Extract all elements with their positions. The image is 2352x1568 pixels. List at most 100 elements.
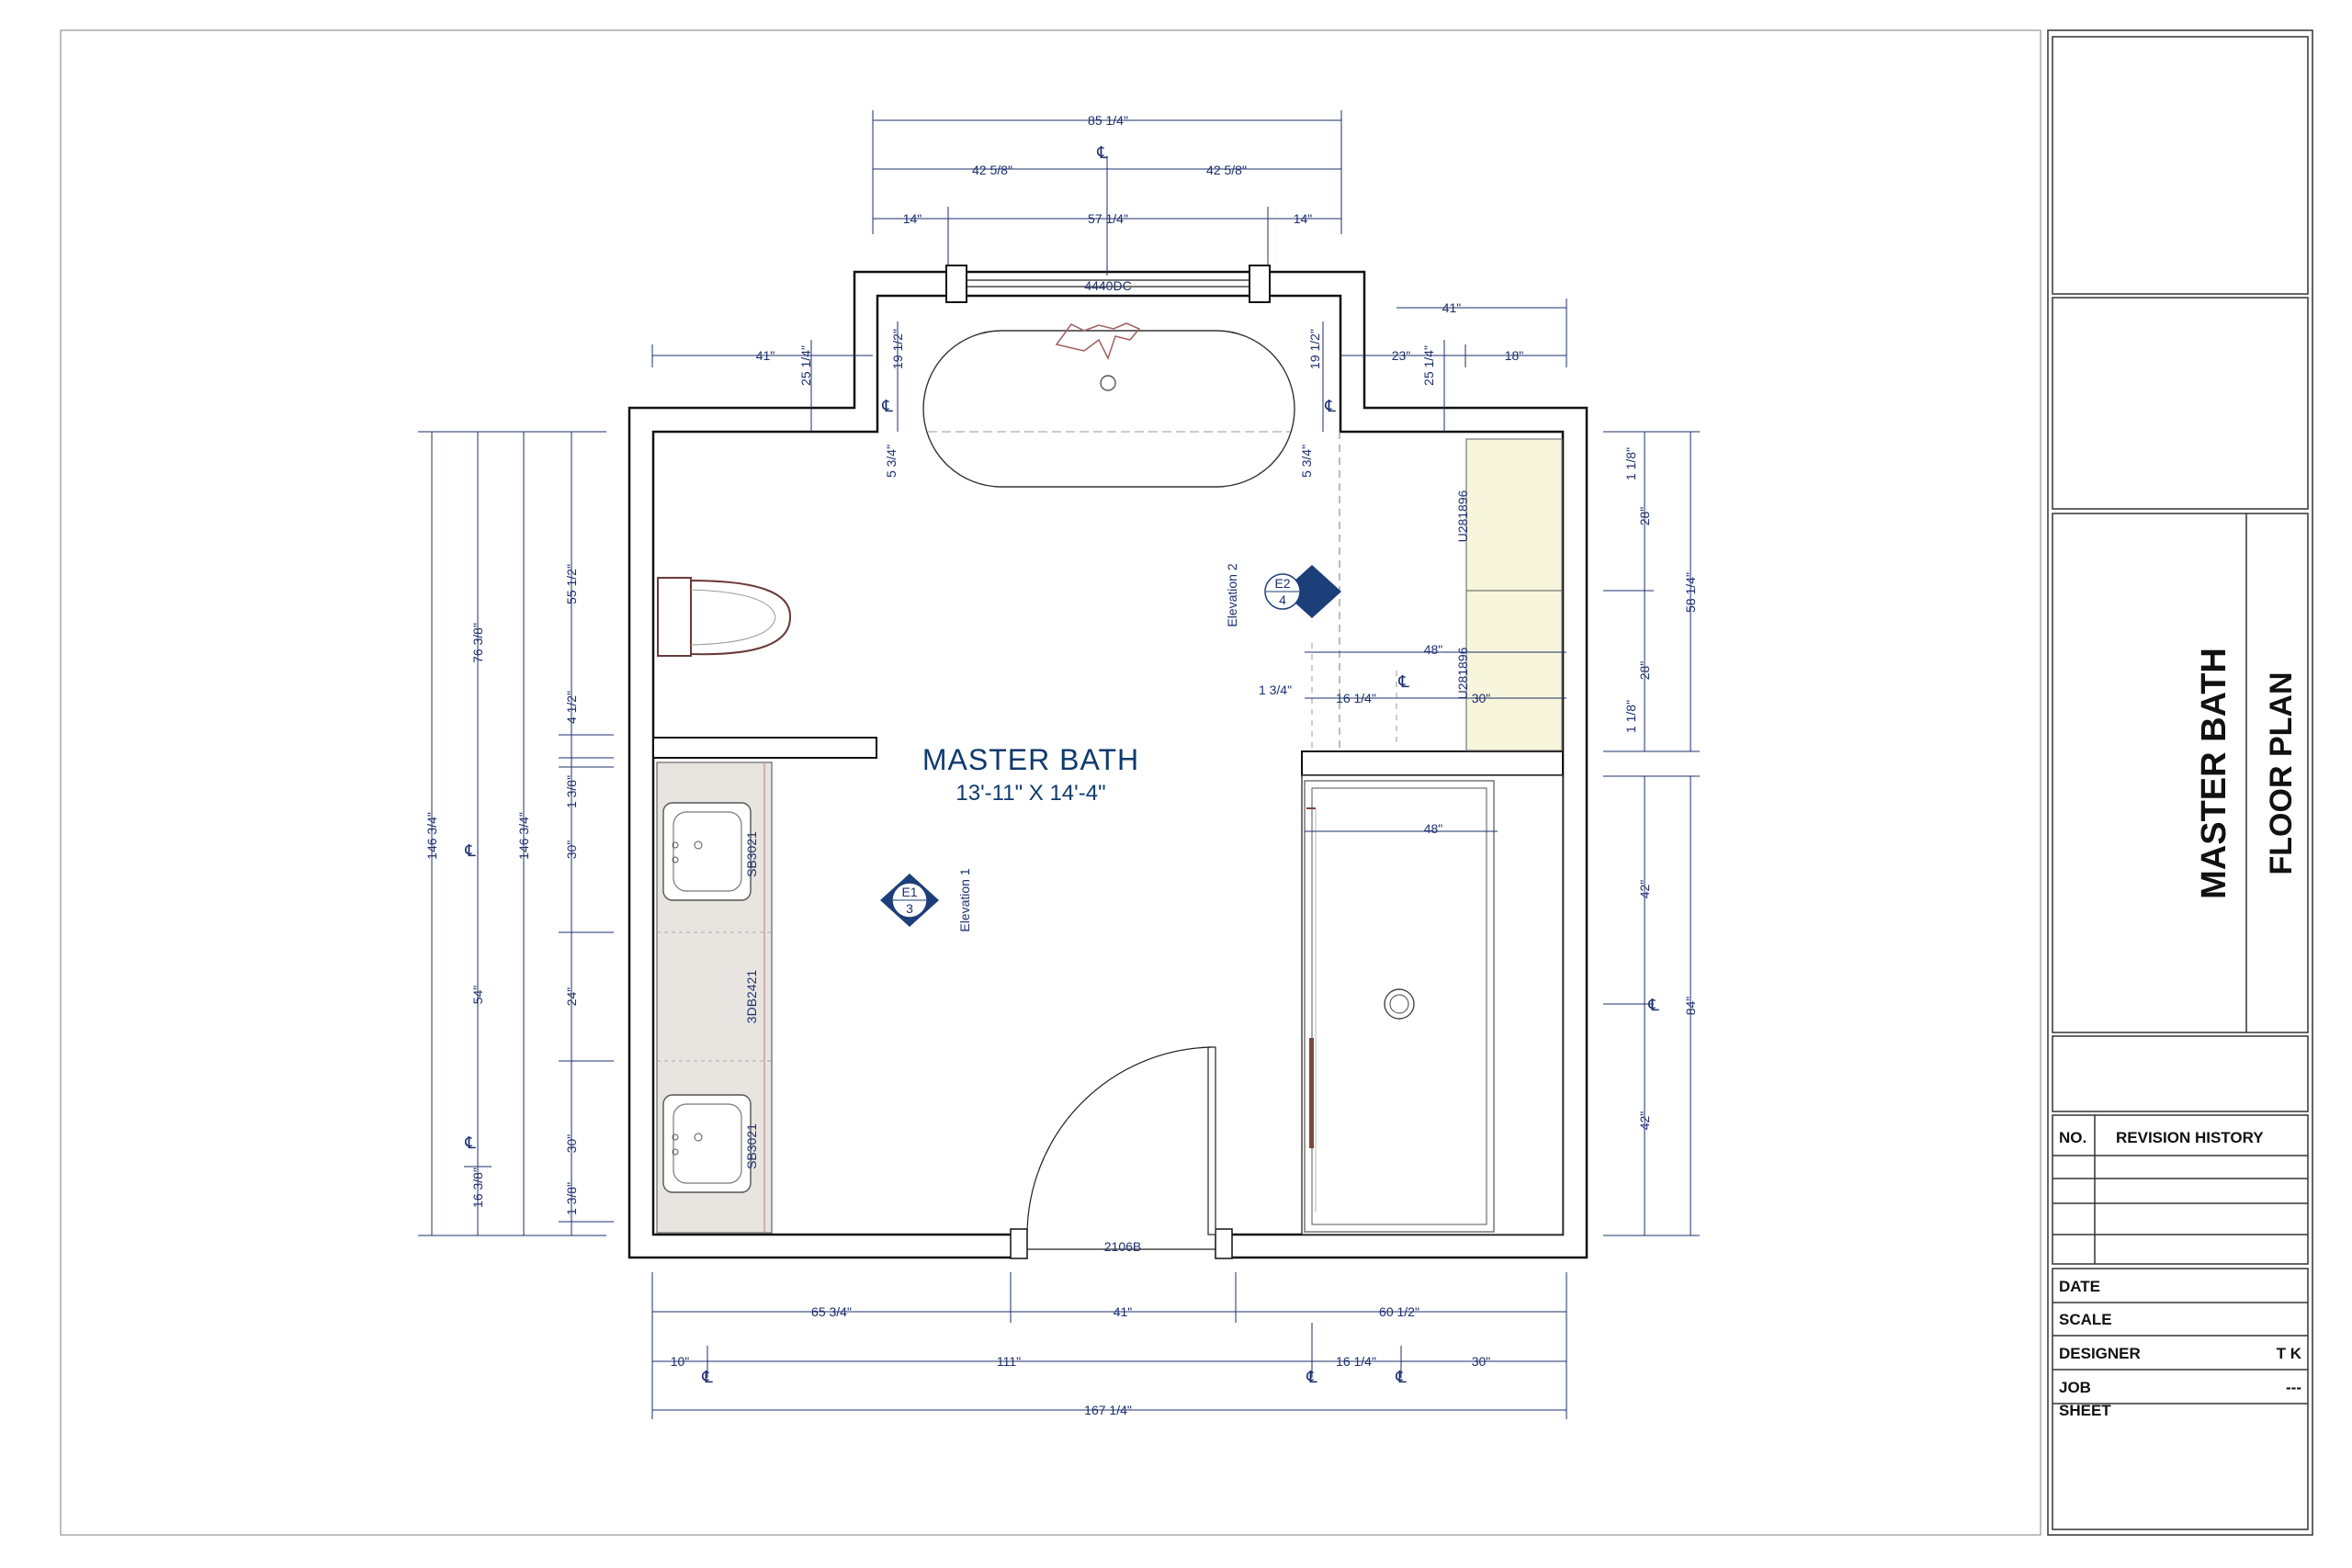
svg-text:30": 30" bbox=[564, 1134, 579, 1154]
cab-u281896-top: U281896 bbox=[1455, 490, 1470, 542]
centerline-icon: ℄ bbox=[464, 1134, 476, 1152]
tub-faucet-icon bbox=[1055, 322, 1141, 360]
revision-table: NO. REVISION HISTORY bbox=[2052, 1114, 2309, 1265]
date-label: DATE bbox=[2059, 1278, 2100, 1295]
centerline-icon: ℄ bbox=[1397, 672, 1409, 691]
elevation-marker-2: E2 4 Elevation 2 bbox=[1225, 563, 1341, 627]
centerline-symbols: ℄ ℄ ℄ ℄ ℄ ℄ ℄ ℄ ℄ ℄ bbox=[464, 143, 1659, 1386]
toilet bbox=[657, 577, 792, 657]
vanity: SB3021 3DB2421 SB3021 bbox=[656, 761, 773, 1234]
centerline-icon: ℄ bbox=[701, 1368, 713, 1386]
bathtub bbox=[922, 322, 1295, 488]
project-info: DATE SCALE DESIGNER T K JOB --- SHEET bbox=[2052, 1268, 2309, 1530]
revision-no-label: NO. bbox=[2059, 1129, 2086, 1146]
svg-text:1 1/8": 1 1/8" bbox=[1623, 447, 1638, 480]
svg-text:14": 14" bbox=[1294, 211, 1313, 226]
svg-text:1 1/8": 1 1/8" bbox=[1623, 700, 1638, 733]
title-line2: FLOOR PLAN bbox=[2264, 672, 2299, 875]
partition-wall bbox=[652, 737, 877, 759]
svg-text:5 3/4": 5 3/4" bbox=[1299, 445, 1314, 478]
centerline-icon: ℄ bbox=[1306, 1368, 1317, 1386]
svg-text:48": 48" bbox=[1424, 821, 1443, 836]
window-tag: 4440DC bbox=[1084, 278, 1131, 293]
svg-text:16 1/4": 16 1/4" bbox=[1336, 1354, 1376, 1369]
svg-text:1 3/4": 1 3/4" bbox=[1259, 682, 1292, 697]
svg-text:55 1/2": 55 1/2" bbox=[564, 564, 579, 604]
svg-text:85 1/4": 85 1/4" bbox=[1088, 113, 1128, 128]
sink-top bbox=[662, 802, 752, 901]
svg-text:30": 30" bbox=[1472, 1354, 1491, 1369]
revision-history-label: REVISION HISTORY bbox=[2116, 1129, 2264, 1146]
svg-text:28": 28" bbox=[1637, 661, 1652, 681]
centerline-icon: ℄ bbox=[1096, 143, 1108, 162]
svg-text:41": 41" bbox=[756, 348, 775, 363]
sheet-label: SHEET bbox=[2059, 1402, 2111, 1419]
room-name: MASTER BATH bbox=[922, 743, 1139, 776]
svg-text:5 3/4": 5 3/4" bbox=[884, 445, 899, 478]
room-size: 13'-11" X 14'-4" bbox=[956, 781, 1105, 806]
centerline-icon: ℄ bbox=[1395, 1368, 1407, 1386]
centerline-icon: ℄ bbox=[1324, 397, 1336, 415]
svg-text:42 5/8": 42 5/8" bbox=[972, 163, 1012, 177]
svg-text:25 1/4": 25 1/4" bbox=[1421, 345, 1436, 386]
svg-text:30": 30" bbox=[564, 840, 579, 860]
sink-bottom bbox=[662, 1094, 752, 1193]
svg-text:E2: E2 bbox=[1274, 576, 1290, 591]
svg-text:19 1/2": 19 1/2" bbox=[890, 329, 905, 369]
dimension-lines bbox=[418, 110, 1700, 1419]
svg-text:167 1/4": 167 1/4" bbox=[1084, 1403, 1132, 1417]
cab-sb3021-top: SB3021 bbox=[744, 831, 759, 877]
job-value: --- bbox=[2286, 1379, 2301, 1396]
svg-text:14": 14" bbox=[903, 211, 922, 226]
cab-u281896-bottom: U281896 bbox=[1455, 647, 1470, 699]
svg-text:4 1/2": 4 1/2" bbox=[564, 691, 579, 724]
svg-text:16 3/8": 16 3/8" bbox=[470, 1168, 485, 1208]
elevation-2-label: Elevation 2 bbox=[1225, 563, 1239, 626]
svg-text:54": 54" bbox=[470, 986, 485, 1005]
svg-text:41": 41" bbox=[1114, 1304, 1133, 1319]
svg-text:146 3/4": 146 3/4" bbox=[424, 812, 439, 860]
svg-text:42": 42" bbox=[1637, 1111, 1652, 1131]
bath-walls bbox=[628, 270, 1589, 1259]
dimension-labels: 85 1/4" 42 5/8" 42 5/8" 14" 57 1/4" 14" … bbox=[424, 113, 1698, 1417]
svg-text:42": 42" bbox=[1637, 880, 1652, 899]
shower-wall bbox=[1301, 750, 1564, 776]
centerline-icon: ℄ bbox=[464, 841, 476, 860]
svg-text:42 5/8": 42 5/8" bbox=[1206, 163, 1247, 177]
shower-drain-icon bbox=[1384, 988, 1415, 1020]
svg-text:111": 111" bbox=[997, 1354, 1021, 1369]
svg-text:E1: E1 bbox=[901, 885, 917, 899]
svg-text:19 1/2": 19 1/2" bbox=[1307, 329, 1322, 369]
title-block: MASTER BATH FLOOR PLAN NO. REVISION HIST… bbox=[2047, 29, 2313, 1536]
designer-value: T K bbox=[2277, 1345, 2302, 1362]
svg-text:76 3/8": 76 3/8" bbox=[470, 623, 485, 663]
svg-text:1 3/8": 1 3/8" bbox=[564, 1182, 579, 1215]
svg-text:24": 24" bbox=[564, 987, 579, 1007]
window: 4440DC bbox=[945, 265, 1271, 303]
svg-text:28": 28" bbox=[1637, 507, 1652, 526]
shower bbox=[1301, 774, 1564, 1235]
drawing-border bbox=[60, 29, 2041, 1536]
svg-text:4: 4 bbox=[1279, 592, 1286, 607]
cab-sb3021-bottom: SB3021 bbox=[744, 1123, 759, 1169]
svg-text:3: 3 bbox=[906, 901, 913, 916]
svg-text:25 1/4": 25 1/4" bbox=[798, 345, 813, 386]
svg-text:10": 10" bbox=[671, 1354, 690, 1369]
centerline-icon: ℄ bbox=[881, 397, 893, 415]
centerline-icon: ℄ bbox=[1647, 996, 1659, 1014]
svg-text:18": 18" bbox=[1505, 348, 1524, 363]
svg-text:41": 41" bbox=[1442, 300, 1462, 315]
svg-text:30": 30" bbox=[1472, 691, 1491, 705]
job-label: JOB bbox=[2059, 1379, 2091, 1396]
svg-text:23": 23" bbox=[1392, 348, 1411, 363]
door-tag: 2106B bbox=[1104, 1239, 1141, 1254]
elevation-1-label: Elevation 1 bbox=[957, 868, 972, 931]
svg-text:84": 84" bbox=[1683, 997, 1698, 1016]
linen-cabinets: U281896 U281896 bbox=[1455, 438, 1563, 751]
title-line1: MASTER BATH bbox=[2195, 648, 2233, 899]
elevation-marker-1: E1 3 Elevation 1 bbox=[880, 868, 972, 932]
svg-text:60 1/2": 60 1/2" bbox=[1379, 1304, 1419, 1319]
svg-text:65 3/4": 65 3/4" bbox=[811, 1304, 852, 1319]
svg-text:146 3/4": 146 3/4" bbox=[516, 812, 531, 860]
